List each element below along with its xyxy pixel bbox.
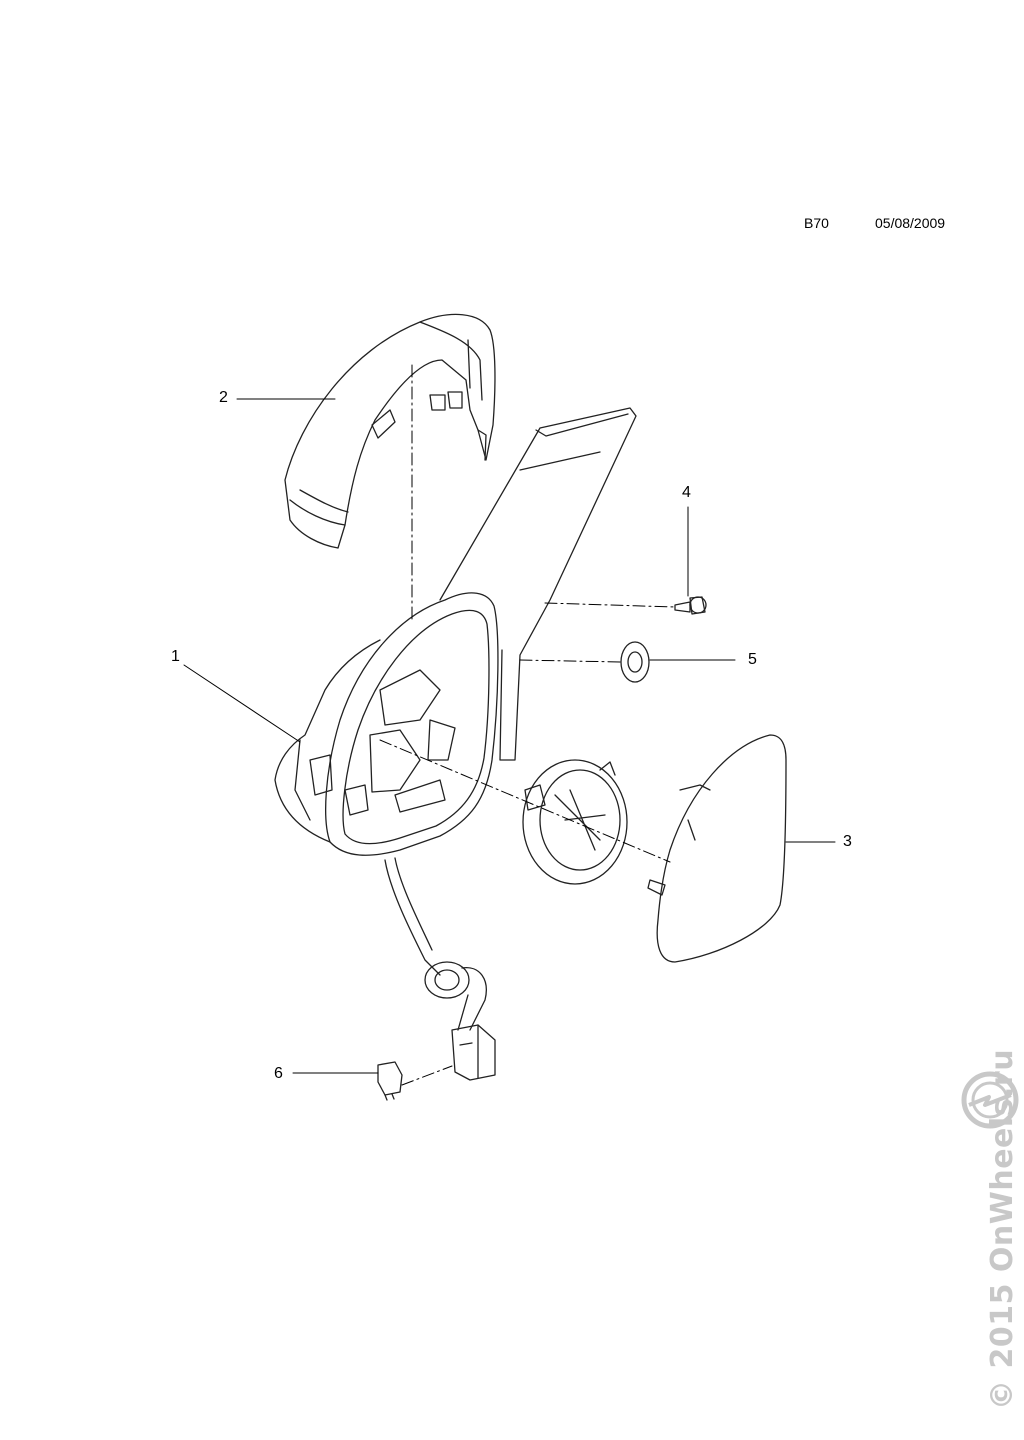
watermark-text: © 2015 OnWheels.ru [985,1048,1020,1410]
callout-5: 5 [748,651,757,668]
diagram-code: B70 [804,215,829,231]
assembly-lines [379,364,676,1086]
diagram-date: 05/08/2009 [875,215,946,231]
mirror-housing-part [274,407,637,1081]
mirror-glass-part [647,734,787,963]
callout-2: 2 [219,389,228,406]
mirror-cap-part [284,313,496,549]
bolt-part [674,596,707,615]
callout-4: 4 [682,484,691,501]
callout-1: 1 [171,648,180,665]
callout-6: 6 [274,1065,283,1082]
plug-part [377,1061,403,1101]
mirror-actuator-part [522,759,628,885]
opel-logo-icon [961,1071,1019,1129]
callout-3: 3 [843,833,852,850]
leader-line-1 [183,664,301,743]
grommet-part [620,641,650,683]
leader-lines [183,398,836,1074]
